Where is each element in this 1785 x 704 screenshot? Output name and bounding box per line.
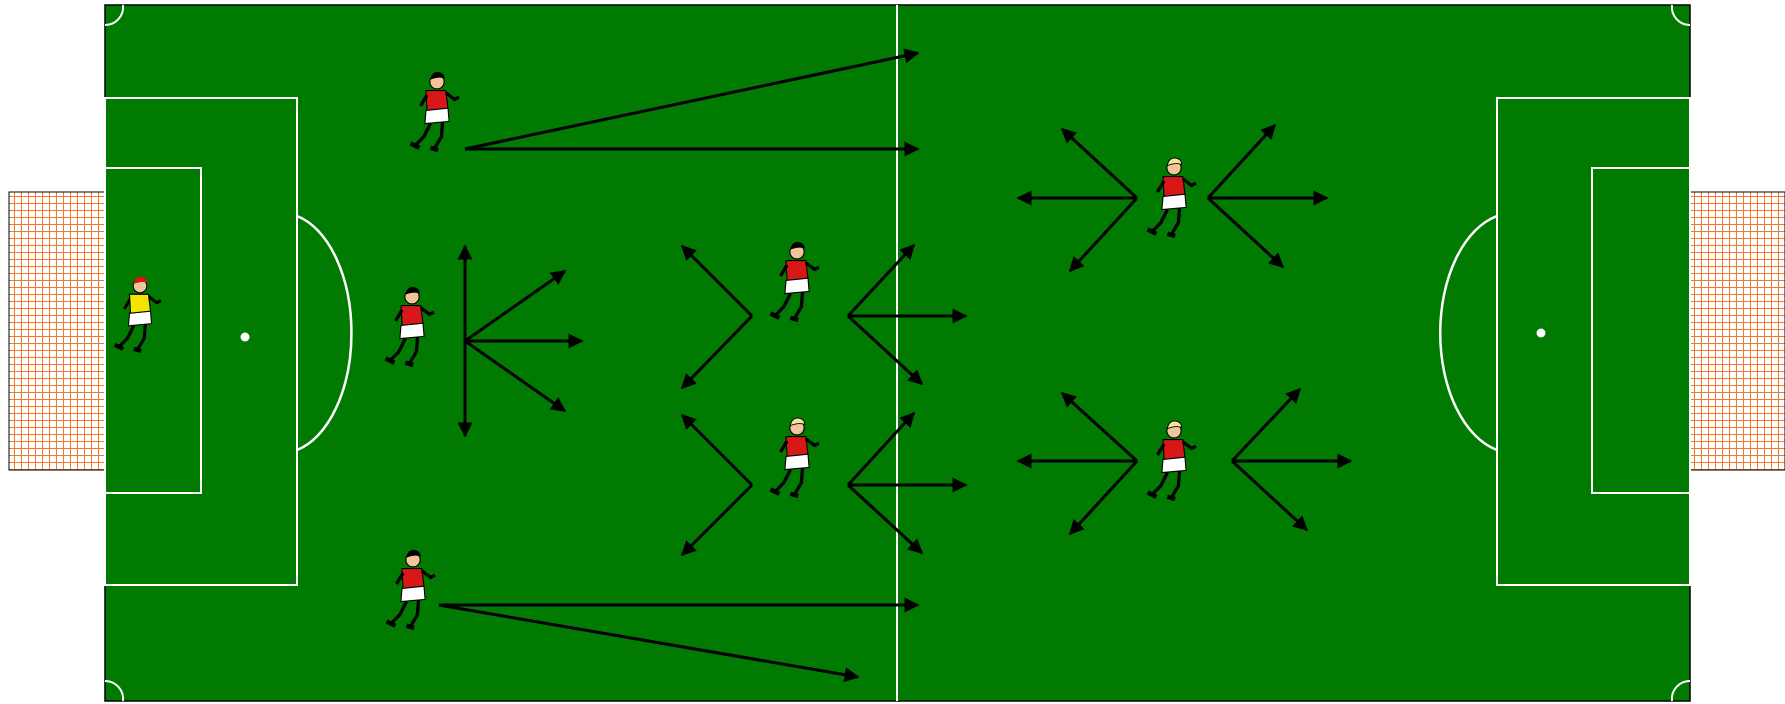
left-penalty-spot bbox=[241, 333, 250, 342]
left-goal-net bbox=[9, 192, 105, 470]
right-goal-net bbox=[1690, 192, 1785, 470]
right-penalty-spot bbox=[1537, 329, 1546, 338]
